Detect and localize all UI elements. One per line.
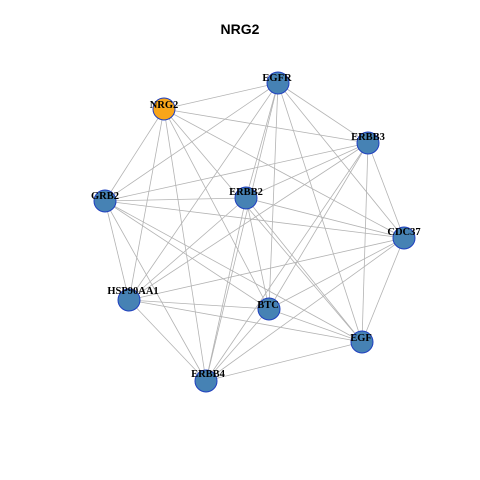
edge-nrg2-cdc37 [163,108,405,239]
node-circle-cdc37 [392,226,416,250]
node-erbb3: ERBB3 [351,131,385,155]
edge-egfr-erbb3 [277,82,369,144]
node-label-grb2: GRB2 [91,191,119,202]
node-circle-hsp90aa1 [117,288,141,312]
node-label-erbb3: ERBB3 [351,132,385,143]
edge-egfr-btc [268,82,279,310]
node-circle-erbb3 [356,131,380,155]
edge-cdc37-erbb4 [205,237,405,382]
edge-hsp90aa1-btc [128,299,270,310]
edge-erbb3-cdc37 [367,142,405,239]
edge-nrg2-grb2 [104,108,165,202]
node-egf: EGF [350,330,374,354]
edge-nrg2-hsp90aa1 [128,108,165,301]
edge-grb2-erbb4 [104,200,207,382]
edge-cdc37-hsp90aa1 [128,237,405,301]
node-circle-erbb2 [234,186,258,210]
node-circle-erbb4 [194,369,218,393]
edge-erbb3-grb2 [104,142,369,202]
edge-erbb2-erbb4 [205,197,247,382]
node-grb2: GRB2 [91,189,119,213]
edge-erbb3-erbb4 [205,142,369,382]
node-cdc37: CDC37 [387,226,421,250]
edge-hsp90aa1-egf [128,299,363,343]
edge-nrg2-egf [163,108,363,343]
edge-grb2-egf [104,200,363,343]
edge-egfr-erbb4 [205,82,279,382]
node-label-egf: EGF [350,333,372,344]
node-btc: BTC [257,297,281,321]
node-circle-egfr [266,71,290,95]
node-label-cdc37: CDC37 [387,227,420,238]
edge-hsp90aa1-erbb4 [128,299,207,382]
edge-egf-erbb4 [205,341,363,382]
edge-grb2-erbb2 [104,197,247,202]
edge-egfr-erbb2 [245,82,279,199]
edge-cdc37-egf [361,237,405,343]
graph-title: NRG2 [220,21,260,37]
edge-grb2-hsp90aa1 [104,200,130,301]
edge-erbb2-btc [245,197,270,310]
node-erbb4: ERBB4 [191,369,226,393]
node-label-erbb4: ERBB4 [191,369,226,380]
node-hsp90aa1: HSP90AA1 [107,286,159,312]
node-circle-egf [350,330,374,354]
node-nrg2: NRG2 [150,97,179,121]
node-label-egfr: EGFR [262,73,292,84]
node-label-hsp90aa1: HSP90AA1 [107,286,158,297]
edge-nrg2-egfr [163,82,279,110]
edge-cdc37-btc [268,237,405,310]
edge-grb2-btc [104,200,270,310]
edge-erbb2-cdc37 [245,197,405,239]
node-label-nrg2: NRG2 [150,100,179,111]
edge-erbb2-hsp90aa1 [128,197,247,301]
edges-layer [104,82,405,382]
edge-grb2-cdc37 [104,200,405,239]
node-circle-grb2 [93,189,117,213]
edge-btc-erbb4 [205,308,270,382]
node-circle-nrg2 [152,97,176,121]
node-circle-btc [257,297,281,321]
node-label-btc: BTC [257,300,279,311]
node-erbb2: ERBB2 [229,186,263,210]
edge-erbb2-egf [245,197,363,343]
edge-erbb3-erbb2 [245,142,369,199]
edge-erbb3-btc [268,142,369,310]
edge-egfr-egf [277,82,363,343]
edge-egfr-grb2 [104,82,279,202]
edge-erbb3-hsp90aa1 [128,142,369,301]
edge-nrg2-btc [163,108,270,310]
edge-erbb3-egf [361,142,369,343]
node-egfr: EGFR [262,71,292,95]
node-label-erbb2: ERBB2 [229,187,263,198]
edge-egfr-hsp90aa1 [128,82,279,301]
edge-btc-egf [268,308,363,343]
